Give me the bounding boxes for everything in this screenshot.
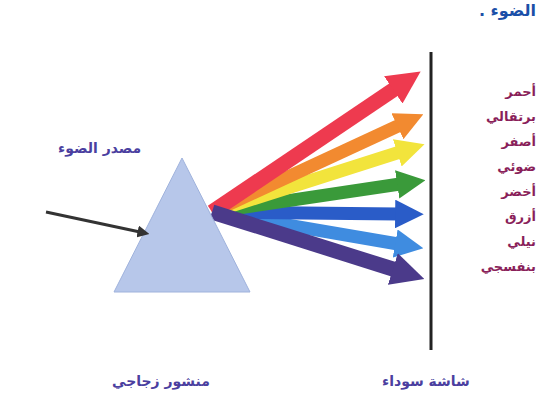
prism-label: منشور زجاجي — [112, 373, 210, 390]
glass-prism — [114, 158, 250, 292]
color-label: أخضر — [501, 184, 536, 200]
incident-ray — [46, 212, 140, 232]
black-screen — [430, 52, 433, 350]
screen-label: شاشة سوداء — [382, 373, 470, 390]
source-label: مصدر الضوء — [58, 140, 141, 157]
color-label: أزرق — [505, 209, 536, 225]
color-label: نيلي — [507, 234, 536, 250]
color-label: بنفسجي — [481, 259, 536, 275]
color-label: أحمر — [505, 84, 536, 100]
spectrum-rays — [212, 88, 400, 270]
color-label: أصفر — [502, 134, 536, 150]
title-text: الضوء . — [479, 1, 536, 20]
color-label: برتقالي — [486, 109, 536, 125]
color-label: ضوئي — [497, 159, 536, 175]
